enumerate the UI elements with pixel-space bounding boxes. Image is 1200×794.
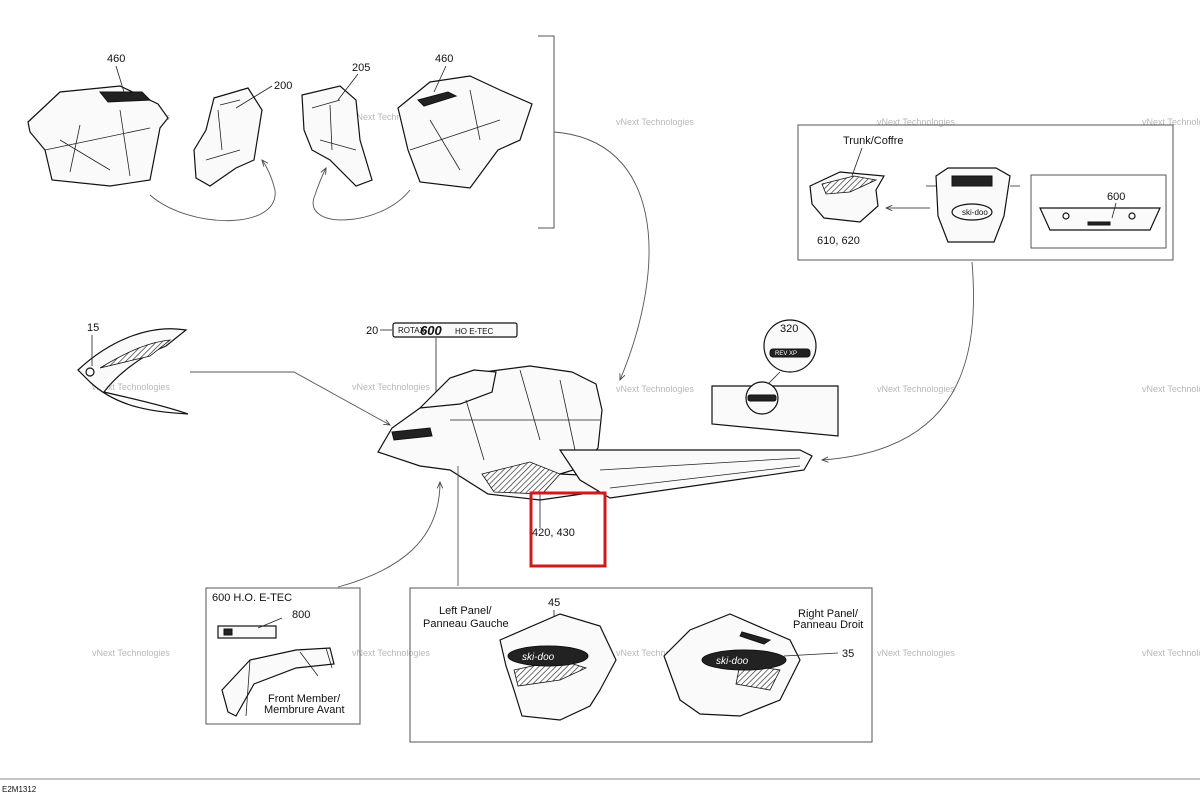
callout-420-430: 420, 430 — [532, 527, 575, 539]
trunk-rear-part[interactable]: ski-doo — [926, 167, 1020, 243]
right-panel-label-fr: Panneau Droit — [793, 619, 863, 631]
trunk-group: Trunk/Coffre 610, 620 ski-doo 600 — [797, 124, 1174, 460]
watermark-text: vNext Technologies — [616, 117, 694, 127]
panel-460-left[interactable]: 460 — [27, 53, 169, 187]
skidoo-decal: ski-doo — [962, 208, 988, 217]
trunk-side-part[interactable]: 610, 620 — [809, 147, 885, 247]
right-panel-part[interactable]: ski-doo — [663, 613, 801, 717]
watermark-text: vNext Technologies — [352, 648, 430, 658]
nose-decal-15[interactable]: 15 — [77, 322, 390, 425]
rotax-decal-suffix: HO E-TEC — [455, 327, 493, 336]
watermark-text: vNext Technologies — [616, 384, 694, 394]
callout-20: 20 — [366, 325, 378, 337]
panel-460-right[interactable]: 460 — [397, 53, 533, 189]
watermark-text: vNext Technologies — [1142, 384, 1200, 394]
xp-decal-text: REV XP — [775, 351, 797, 357]
watermark-text: vNext Technologies — [92, 648, 170, 658]
upper-panels-group: 460 200 205 460 — [27, 35, 650, 380]
rotax-decal-text: ROTAX — [398, 326, 426, 335]
decal-600-box — [1030, 174, 1167, 249]
decal-600[interactable]: 600 — [1039, 191, 1161, 231]
snowmobile-main-body — [377, 365, 813, 501]
watermark-text: vNext Technologies — [352, 382, 430, 392]
decal-320[interactable]: 320 REV XP — [711, 319, 839, 437]
callout-600: 600 — [1107, 191, 1125, 203]
panel-205[interactable]: 205 — [301, 62, 373, 187]
rotax-decal-20[interactable]: 20 ROTAX 600 HO E-TEC — [366, 322, 518, 410]
left-panel-decal-text: ski-doo — [522, 652, 555, 663]
left-panel-label: Left Panel/ — [439, 605, 493, 617]
rotax-decal-number: 600 — [420, 323, 442, 338]
figure-code: E2M1312 — [2, 785, 37, 794]
watermark-text: vNext Technologies — [1142, 117, 1200, 127]
watermark-text: vNext Technologies — [352, 112, 430, 122]
trunk-label: Trunk/Coffre — [843, 135, 904, 147]
callout-460-left: 460 — [107, 53, 125, 65]
callout-200: 200 — [274, 80, 292, 92]
watermark-text: vNext Technologies — [1142, 648, 1200, 658]
front-member-label-fr: Membrure Avant — [264, 704, 345, 716]
decal-420-430[interactable]: 420, 430 — [529, 491, 607, 568]
callout-800: 800 — [292, 609, 310, 621]
callout-35: 35 — [842, 648, 854, 660]
front-member-part[interactable]: 800 Front Member/ Membrure Avant — [217, 609, 345, 717]
callout-460-right: 460 — [435, 53, 453, 65]
callout-15: 15 — [87, 322, 99, 334]
callout-205: 205 — [352, 62, 370, 74]
watermark-text: vNext Technologies — [616, 648, 694, 658]
watermark-layer: vNext Technologies vNext Technologies vN… — [92, 112, 1200, 658]
side-panels-box: Left Panel/ Panneau Gauche 45 ski-doo sk… — [409, 587, 873, 743]
watermark-text: vNext Technologies — [92, 382, 170, 392]
watermark-text: vNext Technologies — [877, 117, 955, 127]
engine-detail-box: 600 H.O. E-TEC 800 Front Member/ Membrur… — [205, 587, 361, 725]
right-panel-decal-text: ski-doo — [716, 656, 749, 667]
panel-200[interactable]: 200 — [193, 80, 292, 187]
callout-320: 320 — [780, 323, 798, 335]
left-panel-part[interactable]: ski-doo — [499, 613, 617, 721]
left-panel-label-fr: Panneau Gauche — [423, 618, 509, 630]
callout-610-620: 610, 620 — [817, 235, 860, 247]
watermark-text: vNext Technologies — [877, 648, 955, 658]
front-member-label: Front Member/ — [268, 693, 341, 705]
callout-45: 45 — [548, 597, 560, 609]
trunk-detail-box — [797, 124, 1174, 261]
highlight-box — [529, 491, 607, 568]
watermark-text: vNext Technologies — [877, 384, 955, 394]
engine-box-title: 600 H.O. E-TEC — [212, 592, 292, 604]
right-panel-label: Right Panel/ — [798, 608, 859, 620]
